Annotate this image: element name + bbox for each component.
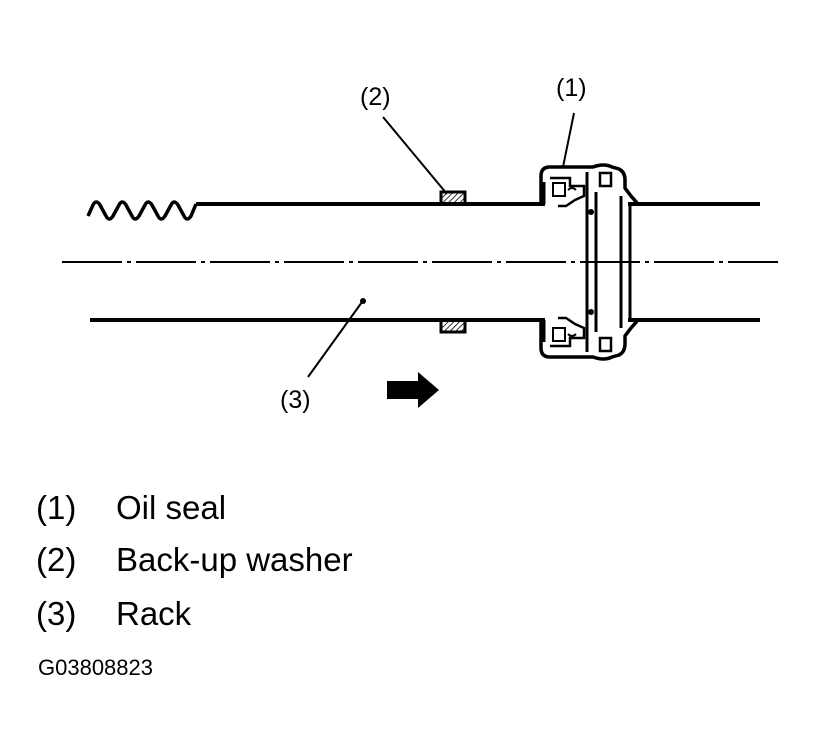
back-up-washer <box>439 190 467 334</box>
callout-label-1: (1) <box>556 74 587 102</box>
legend-item-rack: (3) Rack <box>36 597 191 630</box>
figure-code: G03808823 <box>38 655 153 680</box>
legend-label: Rack <box>116 595 192 632</box>
leader-line-3 <box>307 301 363 378</box>
callout-label-2: (2) <box>360 83 391 111</box>
leader-dot-3 <box>360 298 366 304</box>
direction-arrow-icon <box>387 372 439 408</box>
legend-item-back-up-washer: (2) Back-up washer <box>36 543 353 576</box>
legend-label: Back-up washer <box>116 541 353 578</box>
legend-label: Oil seal <box>116 489 227 526</box>
leader-line-2 <box>382 116 448 195</box>
rack-teeth <box>86 200 198 221</box>
legend-number: (2) <box>36 541 77 578</box>
callout-label-3: (3) <box>280 386 311 414</box>
legend-item-oil-seal: (1) Oil seal <box>36 491 226 524</box>
legend-number: (3) <box>36 595 77 632</box>
legend-number: (1) <box>36 489 77 526</box>
leader-line-1 <box>562 112 575 168</box>
oil-seal <box>539 163 640 361</box>
